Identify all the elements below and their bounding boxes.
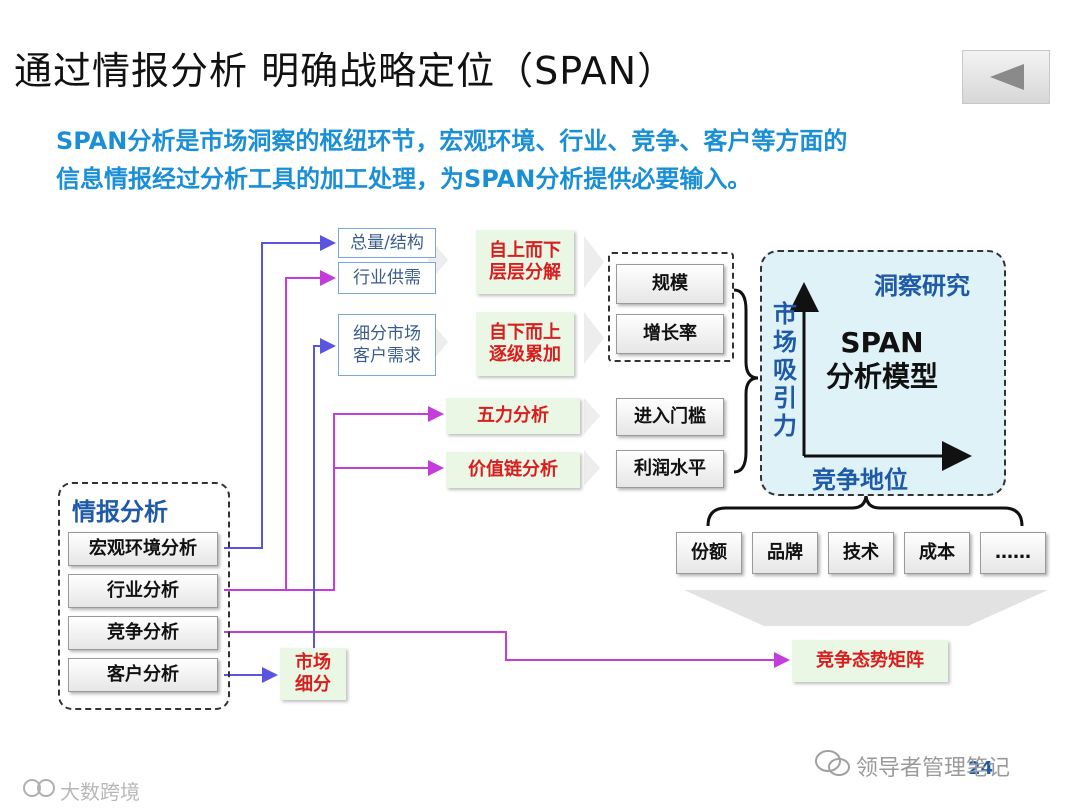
growth-rate-box[interactable]: 增长率 — [616, 314, 724, 354]
segment-to-demand-line — [313, 338, 336, 652]
total-structure-box[interactable]: 总量/结构 — [338, 228, 436, 258]
wechat-icon — [814, 748, 852, 782]
subtitle-line-2: 信息情报经过分析工具的加工处理，为SPAN分析提供必要输入。 — [56, 165, 752, 193]
factor-technology-box[interactable]: 技术 — [828, 532, 894, 574]
back-arrow-icon — [990, 64, 1024, 90]
industry-supply-box[interactable]: 行业供需 — [338, 262, 436, 294]
intel-analysis-group — [58, 482, 230, 710]
macro-analysis-box[interactable]: 宏观环境分析 — [68, 532, 218, 566]
factor-brand-box[interactable]: 品牌 — [752, 532, 818, 574]
y-axis-label: 市场吸引力 — [773, 300, 797, 440]
watermark-logo-icon — [22, 776, 58, 804]
entry-barrier-box[interactable]: 进入门槛 — [616, 398, 724, 436]
value-chain-box[interactable]: 价值链分析 — [446, 452, 580, 488]
market-segment-box[interactable]: 市场 细分 — [280, 648, 346, 700]
factor-cost-box[interactable]: 成本 — [904, 532, 970, 574]
funnel-shape — [684, 590, 1048, 626]
back-button[interactable] — [962, 50, 1050, 104]
profit-level-box[interactable]: 利润水平 — [616, 450, 724, 488]
attractiveness-group — [608, 252, 734, 362]
segment-demand-box[interactable]: 细分市场 客户需求 — [338, 314, 436, 376]
factors-bracket — [706, 493, 1024, 527]
insight-study-label: 洞察研究 — [874, 272, 970, 300]
span-axes — [789, 282, 972, 471]
five-forces-box[interactable]: 五力分析 — [446, 398, 580, 434]
intel-analysis-title: 情报分析 — [72, 498, 168, 526]
subtitle-line-1: SPAN分析是市场洞察的枢纽环节，宏观环境、行业、竞争、客户等方面的 — [56, 127, 848, 155]
watermark-right: 领导者管理笔记 — [856, 756, 1011, 781]
factor-share-box[interactable]: 份额 — [676, 532, 742, 574]
competition-to-matrix-line — [224, 631, 790, 668]
industry-to-supply-line — [224, 270, 336, 591]
customer-analysis-box[interactable]: 客户分析 — [68, 658, 218, 692]
scale-box[interactable]: 规模 — [616, 264, 724, 304]
span-model-label: SPAN 分析模型 — [825, 326, 938, 393]
top-down-box[interactable]: 自上而下 层层分解 — [476, 230, 574, 294]
bottom-up-box[interactable]: 自下而上 逐级累加 — [476, 312, 574, 376]
page-number: 24 — [968, 758, 994, 779]
factor-more-box[interactable]: …… — [980, 532, 1046, 574]
page-title: 通过情报分析 明确战略定位（SPAN） — [14, 49, 677, 93]
watermark-left: 大数跨境 — [60, 780, 140, 804]
competition-analysis-box[interactable]: 竞争分析 — [68, 616, 218, 650]
span-input-bracket — [733, 288, 759, 474]
competitive-matrix-box[interactable]: 竞争态势矩阵 — [792, 640, 948, 682]
macro-to-total-line — [224, 235, 336, 549]
x-axis-label: 竞争地位 — [812, 466, 908, 494]
industry-to-tools-line — [286, 406, 444, 591]
industry-analysis-box[interactable]: 行业分析 — [68, 574, 218, 608]
